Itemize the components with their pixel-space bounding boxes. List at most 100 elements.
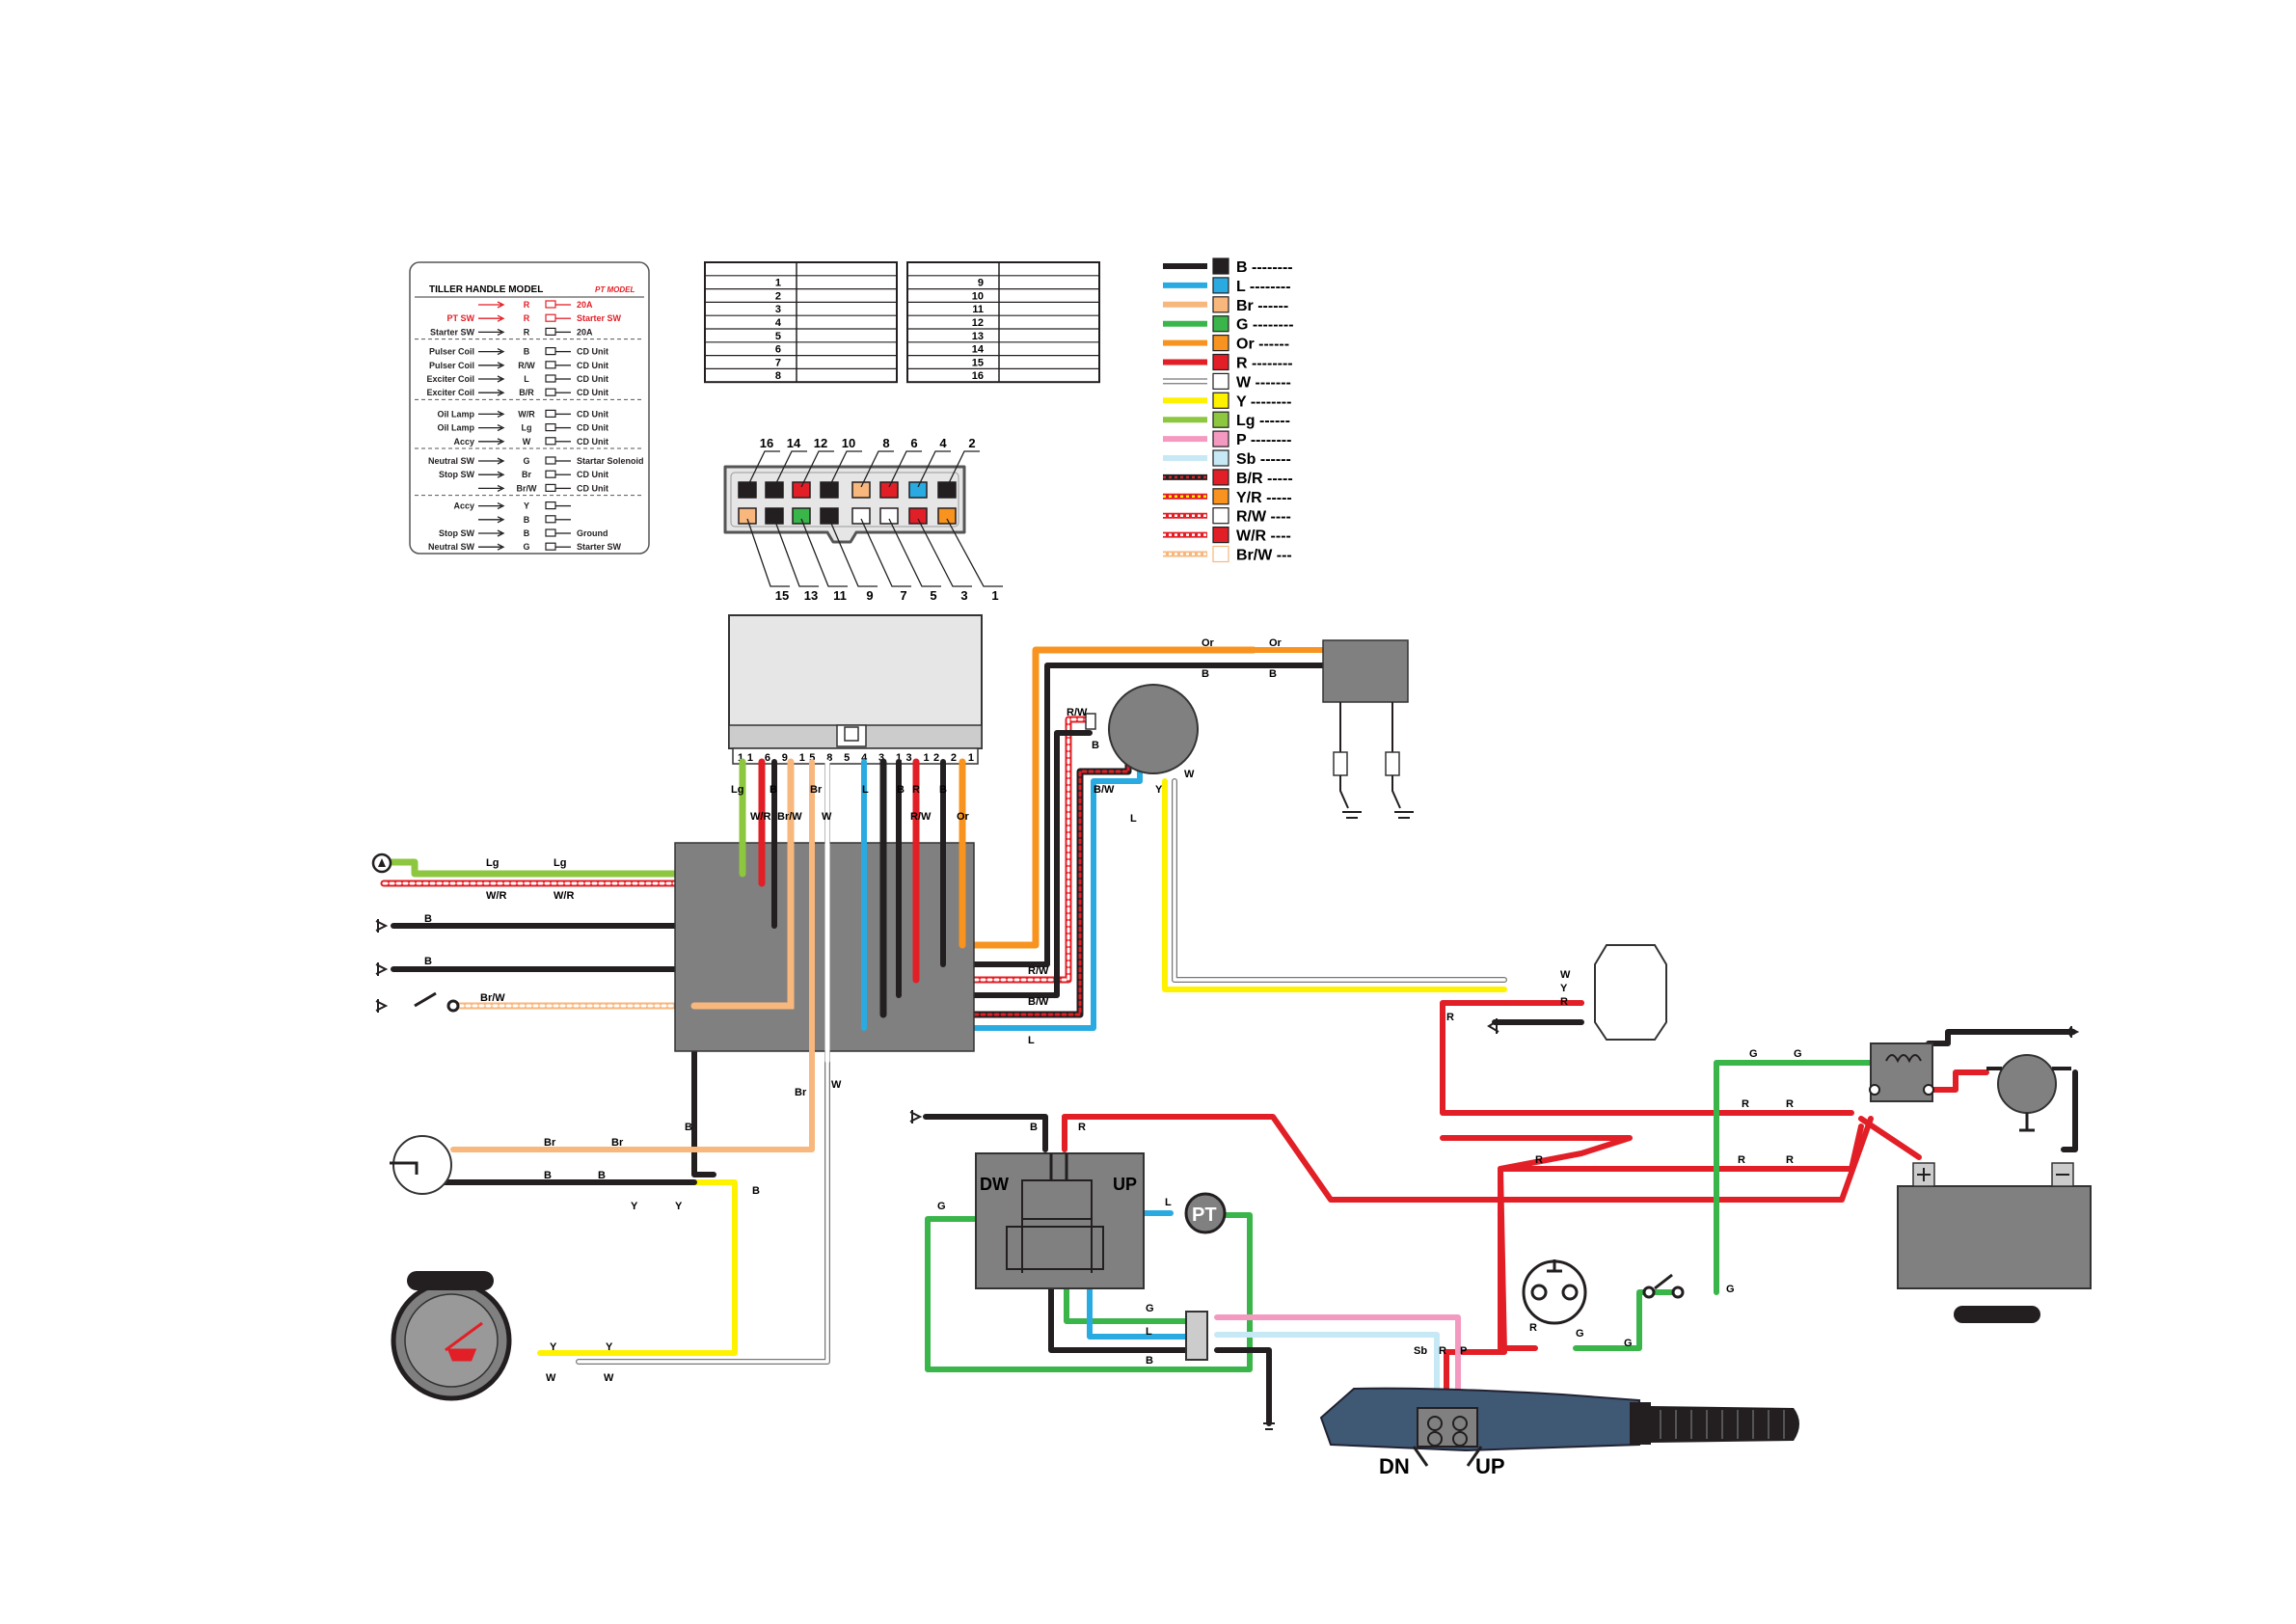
cdi-harness-block bbox=[674, 842, 975, 1052]
label-g-neutral-1: G bbox=[1576, 1328, 1584, 1340]
card-row-right: CD Unit bbox=[577, 347, 608, 357]
card-row-left: Starter SW bbox=[430, 327, 475, 337]
card-row-right: CD Unit bbox=[577, 437, 608, 447]
label-lg-cdi: Lg bbox=[731, 784, 743, 796]
pt-motor-label: PT bbox=[1192, 1204, 1217, 1226]
card-row-left: Oil Lamp bbox=[437, 423, 474, 433]
label-y-rect: Y bbox=[1560, 983, 1568, 994]
wire-or-coil bbox=[959, 646, 1257, 949]
label-b-cdi3: B bbox=[939, 784, 947, 796]
label-b-stop-1: B bbox=[544, 1170, 552, 1181]
card-row-right: Startar Solenoid bbox=[577, 456, 644, 466]
card-row-right: 20A bbox=[577, 300, 593, 310]
label-p-handle: P bbox=[1460, 1345, 1467, 1357]
card-row-code: Br/W bbox=[517, 483, 538, 493]
wires bbox=[380, 646, 2078, 1428]
connector-bottom-label: 7 bbox=[900, 588, 906, 603]
legend-swatch bbox=[1212, 296, 1229, 313]
legend-swatch bbox=[1212, 430, 1229, 447]
label-wr-cdi: W/R bbox=[750, 811, 770, 823]
pin-table-number: 12 bbox=[972, 317, 984, 329]
pin-table-number: 8 bbox=[775, 370, 781, 382]
ignition-coil bbox=[1322, 639, 1414, 819]
legend-swatch bbox=[1212, 469, 1229, 486]
card-row-left: Pulser Coil bbox=[429, 361, 474, 370]
label-bw-rect: B/W bbox=[1028, 996, 1049, 1008]
card-row-code: Br bbox=[522, 470, 531, 479]
legend-label: W/R ---- bbox=[1236, 528, 1291, 545]
label-b-coil-2: B bbox=[1269, 668, 1277, 680]
connector-bottom-label: 11 bbox=[833, 588, 847, 603]
card-row-code: Lg bbox=[522, 423, 532, 433]
wire-labels: Or Or B B R/W B B/W L Y W Lg B W/R Br/W … bbox=[424, 637, 1802, 1384]
label-r-handle: R bbox=[1439, 1345, 1446, 1357]
label-b-coil-1: B bbox=[1202, 668, 1209, 680]
connector-top-label: 12 bbox=[814, 436, 827, 450]
connector-top-label: 2 bbox=[968, 436, 975, 450]
label-lg-1: Lg bbox=[486, 857, 499, 869]
card-row-code: W bbox=[523, 437, 531, 447]
oil-pressure-gauge bbox=[391, 1271, 512, 1401]
label-y-gauge-2: Y bbox=[606, 1341, 613, 1353]
rectifier bbox=[1594, 944, 1667, 1041]
ground-terminals bbox=[375, 919, 2080, 1430]
label-b-gnd-1: B bbox=[424, 913, 432, 925]
legend-swatch bbox=[1212, 257, 1229, 275]
pin-table-number: 7 bbox=[775, 357, 781, 368]
label-sb-handle: Sb bbox=[1414, 1345, 1427, 1357]
card-row-code: L bbox=[524, 374, 529, 384]
card-row-right: CD Unit bbox=[577, 388, 608, 397]
legend-swatch bbox=[1212, 353, 1229, 371]
legend-label: P -------- bbox=[1236, 432, 1291, 448]
card-row-code: Y bbox=[524, 501, 529, 511]
neutral-switch bbox=[1642, 1273, 1685, 1299]
connector-top-label: 14 bbox=[787, 436, 801, 450]
connector-top-label: 16 bbox=[760, 436, 773, 450]
wire-b-cdi bbox=[940, 663, 1256, 967]
stop-lamp-switch bbox=[390, 1135, 452, 1195]
label-g-pt: G bbox=[937, 1201, 946, 1212]
pin-table-number: 2 bbox=[775, 290, 781, 302]
label-g-solenoid-1: G bbox=[1749, 1048, 1758, 1060]
card-row-left: Oil Lamp bbox=[437, 409, 474, 419]
card-row-left: Exciter Coil bbox=[426, 374, 474, 384]
legend-label: L -------- bbox=[1236, 279, 1291, 295]
wire-y-rectifier bbox=[1162, 778, 1507, 992]
label-br-stop-1: Br bbox=[544, 1137, 556, 1149]
label-b-pt-bottom: B bbox=[1146, 1355, 1153, 1367]
pin-table-number: 15 bbox=[972, 357, 984, 368]
pt-relay-box: DW UP bbox=[975, 1152, 1145, 1289]
label-y-stop-1: Y bbox=[631, 1201, 638, 1212]
pt-motor: PT bbox=[1184, 1192, 1227, 1234]
label-or-cdi: Or bbox=[957, 811, 970, 823]
label-br-bottom: Br bbox=[795, 1087, 807, 1098]
pt-switch-dw-label: DW bbox=[980, 1175, 1009, 1194]
legend-label: Br ------ bbox=[1236, 298, 1288, 314]
legend-label: Sb ------ bbox=[1236, 451, 1291, 468]
wire-g-pt-down bbox=[925, 1212, 1253, 1372]
oil-lamp-symbol bbox=[371, 853, 392, 874]
wire-color-legend: B --------L --------Br ------G --------O… bbox=[1163, 257, 1294, 564]
card-row-right: CD Unit bbox=[577, 409, 608, 419]
pin-table-number: 9 bbox=[978, 278, 984, 289]
legend-swatch bbox=[1212, 545, 1229, 563]
label-w-cdi: W bbox=[822, 811, 832, 823]
card-row-left: Neutral SW bbox=[428, 542, 475, 552]
card-row-left: Exciter Coil bbox=[426, 388, 474, 397]
pin-table-number: 13 bbox=[972, 331, 984, 342]
connector-top-label: 6 bbox=[910, 436, 917, 450]
label-r-relay-2: R bbox=[1786, 1098, 1794, 1110]
card-row-code: B bbox=[524, 528, 530, 538]
card-row-code: W/R bbox=[518, 409, 535, 419]
magneto-stator bbox=[1085, 684, 1199, 774]
card-row-left: Neutral SW bbox=[428, 456, 475, 466]
starter-switch bbox=[1522, 1259, 1587, 1325]
connector-bottom-label: 15 bbox=[775, 588, 789, 603]
label-l-pt: L bbox=[1165, 1197, 1172, 1208]
label-wr-2: W/R bbox=[554, 890, 574, 902]
legend-swatch bbox=[1212, 488, 1229, 505]
stop-switch bbox=[414, 991, 460, 1013]
